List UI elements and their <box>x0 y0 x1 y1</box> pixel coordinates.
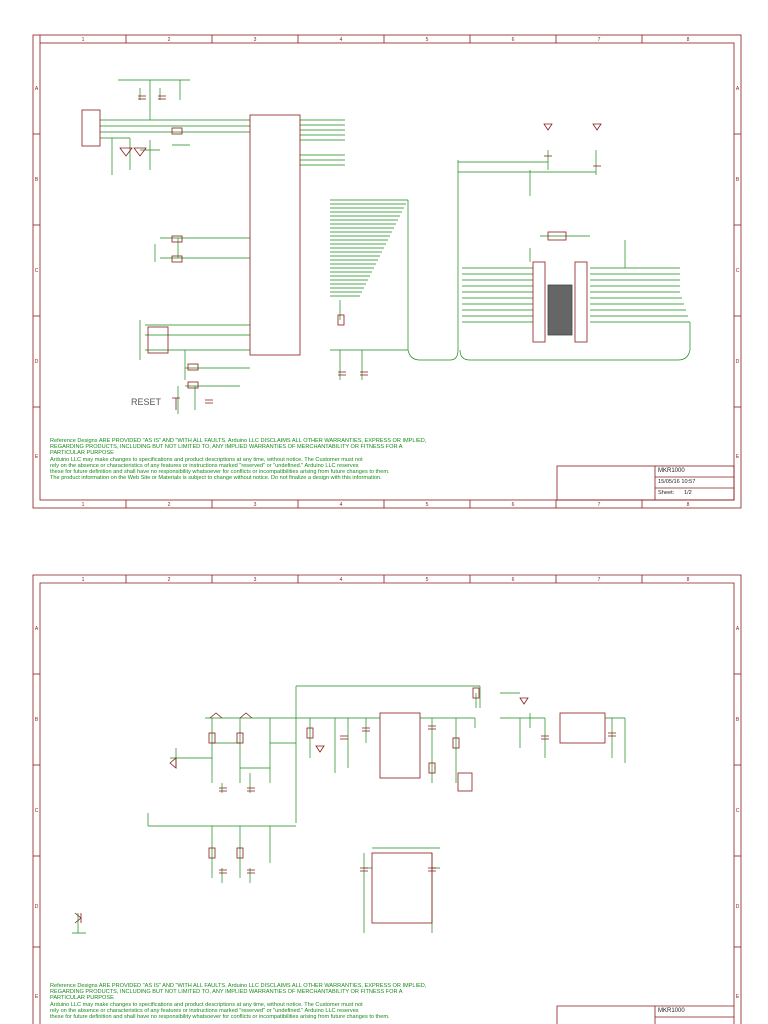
disclaimer-line: REGARDING PRODUCTS, INCLUDING BUT NOT LI… <box>50 989 403 996</box>
crypto-ic-symbol <box>371 852 433 924</box>
parts-sheet-2 <box>74 687 616 924</box>
svg-text:B: B <box>736 177 740 183</box>
svg-text:A: A <box>35 86 39 92</box>
svg-text:6: 6 <box>512 37 515 43</box>
disclaimer-line: these for future definition and shall ha… <box>50 1014 390 1021</box>
disclaimer-line: PARTICULAR PURPOSE <box>50 995 114 1002</box>
svg-text:E: E <box>736 454 740 460</box>
svg-text:4: 4 <box>340 502 343 508</box>
svg-text:8: 8 <box>687 577 690 583</box>
title-block-date: 15/05/16 10:57 <box>658 479 696 485</box>
schematic-sheet-1: 1 2 3 4 5 6 7 8 1 2 3 4 5 6 7 8 A B C D E A B C D E <box>32 34 742 509</box>
title-block-title: MKR1000 <box>658 1008 685 1014</box>
svg-text:E: E <box>35 994 39 1000</box>
svg-text:7: 7 <box>598 37 601 43</box>
svg-text:B: B <box>736 717 740 723</box>
header-right-symbol <box>574 261 588 343</box>
svg-text:5: 5 <box>426 577 429 583</box>
connector-body <box>547 284 573 336</box>
svg-text:C: C <box>736 268 740 274</box>
drawing-frame <box>32 574 742 1024</box>
svg-text:3: 3 <box>254 502 257 508</box>
svg-text:4: 4 <box>340 37 343 43</box>
jumper-symbol <box>547 231 567 241</box>
svg-text:1: 1 <box>82 577 85 583</box>
title-block-sheet-number: 1/2 <box>684 490 692 496</box>
svg-text:5: 5 <box>426 502 429 508</box>
regulator-symbol <box>559 712 606 744</box>
circuit-wiring-sheet-2 <box>72 685 626 934</box>
svg-text:2: 2 <box>168 37 171 43</box>
schematic-sheet-2: 1 2 3 4 5 6 7 8 A B C D E A B C D E <box>0 568 768 1024</box>
disclaimer-line: Reference Designs ARE PROVIDED "AS IS" A… <box>50 438 427 444</box>
reset-button-label: RESET <box>131 397 162 407</box>
svg-text:6: 6 <box>512 502 515 508</box>
disclaimer-line: The product information on the Web Site … <box>50 475 382 482</box>
svg-text:8: 8 <box>687 37 690 43</box>
disclaimer-line: rely on the absence or characteristics o… <box>50 462 359 469</box>
disclaimer-line: rely on the absence or characteristics o… <box>50 1007 359 1014</box>
frame-labels: 1 2 3 4 5 6 7 8 1 2 3 4 5 6 7 8 A B C D E A B C D E <box>35 37 740 508</box>
disclaimer-line: Arduino LLC may make changes to specific… <box>50 456 363 463</box>
disclaimer-text: Reference Designs ARE PROVIDED "AS IS" A… <box>50 438 570 481</box>
svg-text:1: 1 <box>82 502 85 508</box>
parts-sheet-1 <box>81 95 602 410</box>
resistor-symbol <box>171 127 183 135</box>
svg-text:A: A <box>736 626 740 632</box>
swd-header-symbol <box>147 326 169 354</box>
circuit-wiring-sheet-1 <box>100 79 691 414</box>
svg-text:C: C <box>35 808 39 814</box>
svg-text:E: E <box>35 454 39 460</box>
svg-text:C: C <box>35 268 39 274</box>
title-block-title: MKR1000 <box>658 468 685 474</box>
svg-text:C: C <box>736 808 740 814</box>
sheet-1-drawing: 1 2 3 4 5 6 7 8 1 2 3 4 5 6 7 8 A B C D E A B C D E <box>32 34 742 509</box>
svg-text:D: D <box>35 904 39 910</box>
disclaimer-line: PARTICULAR PURPOSE <box>50 450 114 457</box>
disclaimer-line: REGARDING PRODUCTS, INCLUDING BUT NOT LI… <box>50 444 403 451</box>
svg-text:A: A <box>736 86 740 92</box>
led-symbols <box>315 697 529 753</box>
esd-diode-symbols <box>119 147 147 157</box>
svg-text:D: D <box>35 359 39 365</box>
disclaimer-line: Reference Designs ARE PROVIDED "AS IS" A… <box>50 983 427 989</box>
svg-text:7: 7 <box>598 502 601 508</box>
title-block-sheet-label: Sheet: <box>658 490 675 496</box>
charger-ic-symbol <box>379 712 421 779</box>
svg-text:D: D <box>736 359 740 365</box>
svg-text:5: 5 <box>426 37 429 43</box>
drawing-frame <box>32 34 742 509</box>
led-symbols <box>543 123 602 131</box>
svg-text:7: 7 <box>598 577 601 583</box>
disclaimer-line: these for future definition and shall ha… <box>50 469 390 476</box>
svg-text:B: B <box>35 717 39 723</box>
svg-text:3: 3 <box>254 577 257 583</box>
svg-text:A: A <box>35 626 39 632</box>
svg-text:8: 8 <box>687 502 690 508</box>
svg-text:E: E <box>736 994 740 1000</box>
svg-text:2: 2 <box>168 502 171 508</box>
svg-text:3: 3 <box>254 37 257 43</box>
frame-labels: 1 2 3 4 5 6 7 8 A B C D E A B C D E <box>35 577 740 1000</box>
sheet-2-drawing: 1 2 3 4 5 6 7 8 A B C D E A B C D E <box>32 574 742 1024</box>
svg-text:6: 6 <box>512 577 515 583</box>
svg-text:D: D <box>736 904 740 910</box>
svg-text:1: 1 <box>82 37 85 43</box>
disclaimer-text: Reference Designs ARE PROVIDED "AS IS" A… <box>50 983 570 1020</box>
usb-connector-symbol <box>81 109 101 147</box>
mcu-symbol <box>249 114 301 356</box>
header-left-symbol <box>532 261 546 343</box>
svg-text:2: 2 <box>168 577 171 583</box>
battery-connector-symbol <box>457 772 473 792</box>
svg-text:B: B <box>35 177 39 183</box>
svg-text:4: 4 <box>340 577 343 583</box>
disclaimer-line: Arduino LLC may make changes to specific… <box>50 1001 363 1008</box>
